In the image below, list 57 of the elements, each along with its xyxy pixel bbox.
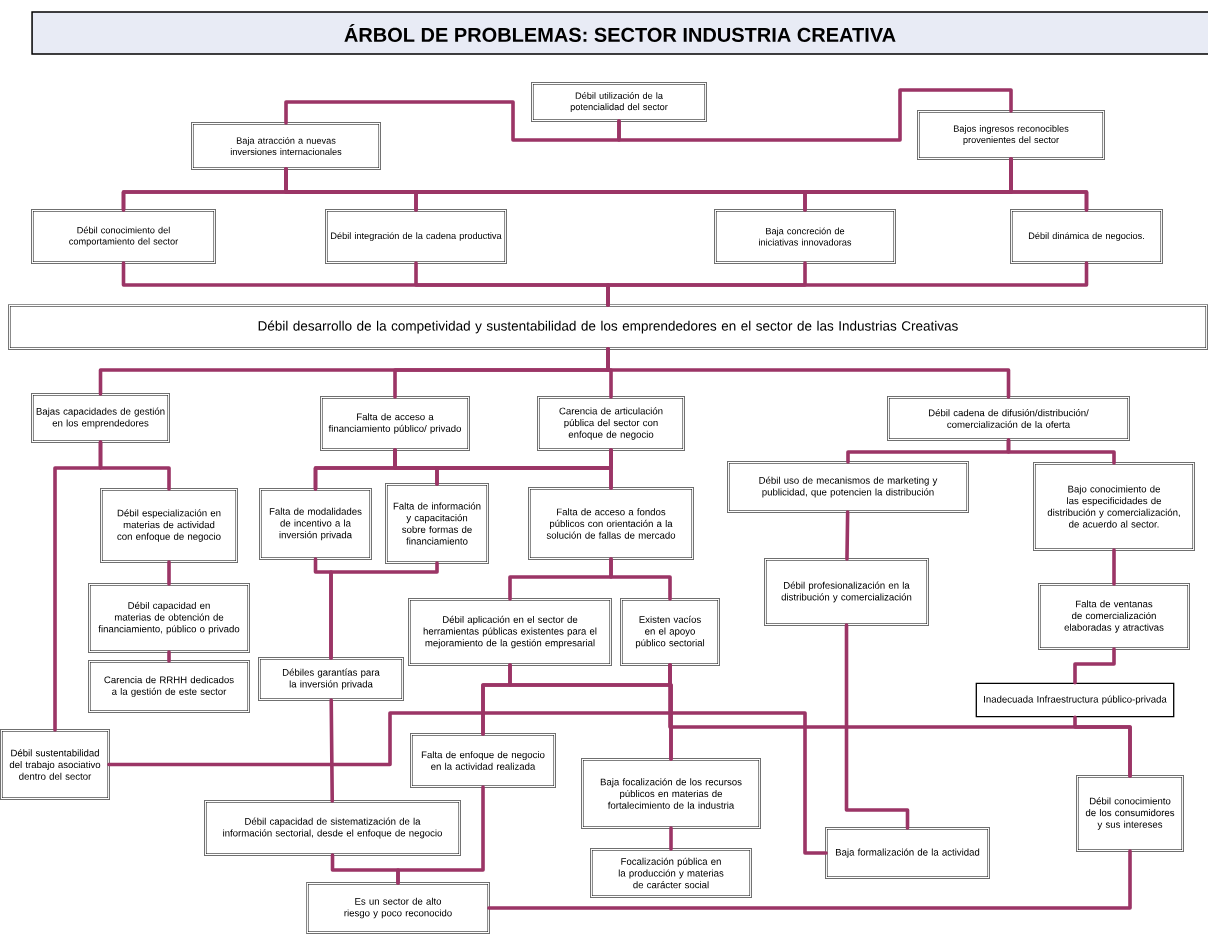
connector-line: [1073, 647, 1116, 685]
connector-line: [844, 623, 910, 830]
problem-box: Bajos ingresos reconocibles provenientes del sector: [917, 110, 1105, 160]
connector-line: [329, 698, 335, 803]
connector-line: [606, 347, 1011, 399]
problem-box: Débil profesionalización en la distribución y comercialización: [764, 558, 929, 626]
problem-box: Débil conocimiento de los consumidores y sus intereses: [1076, 775, 1184, 852]
connector-line: [1112, 548, 1116, 586]
connector-line: [167, 650, 171, 663]
problem-box: Es un sector de alto riesgo y poco reconocido: [306, 882, 490, 934]
problem-box: Falta de modalidades de incentivo a la inversión privada: [259, 488, 372, 560]
problem-box: Baja formalización de la actividad: [825, 827, 990, 879]
problem-box: Débil capacidad en materias de obtención de financiamiento, público o privado: [88, 583, 250, 653]
problem-box: Débil uso de mecanismos de marketing y publicidad, que potencien la distribución: [727, 461, 969, 513]
connector-line: [487, 849, 1132, 910]
connector-line: [668, 663, 1132, 778]
core-problem-box: Débil desarrollo de la competividad y sustentabilidad de los emprendedores en el sector de las Industrias Creativas: [8, 304, 1208, 350]
problem-box: Débil dinámica de negocios.: [1010, 209, 1163, 264]
connector-line: [284, 100, 621, 142]
problem-box: Débil especialización en materias de actividad con enfoque de negocio: [100, 488, 238, 563]
problem-box: Existen vacíos en el apoyo público sectorial: [620, 598, 720, 666]
problem-box: Falta de enfoque de negocio en la actividad realizada: [410, 733, 556, 788]
connector-line: [669, 826, 673, 851]
problem-box: Focalización pública en la producción y materias de carácter social: [590, 848, 752, 898]
problem-box: Débil utilización de la potencialidad del sector: [531, 82, 707, 122]
problem-box: Falta de ventanas de comercialización elaboradas y atractivas: [1038, 583, 1190, 650]
connector-line: [329, 561, 439, 660]
problem-box: Falta de acceso a financiamiento público/ privado: [320, 396, 470, 451]
connector-line: [609, 448, 613, 490]
problem-box: Débil aplicación en el sector de herramientas públicas existentes para el mejoramiento de la gestión empresarial: [408, 598, 612, 666]
problem-box: Bajo conocimiento de las especificidades de distribución y comercialización, de acuerdo al sector.: [1033, 462, 1195, 551]
problem-box: Débil integración de la cadena productiva: [325, 209, 507, 264]
problem-box: Baja concreción de iniciativas innovadoras: [714, 209, 896, 264]
connector-line: [609, 557, 672, 601]
problem-box: Carencia de RRHH dedicados a la gestión de este sector: [88, 660, 250, 713]
problem-box: Bajas capacidades de gestión en los emprendedores: [31, 393, 170, 443]
problem-box: Falta de información y capacitación sobre formas de financiamiento: [385, 483, 489, 564]
connector-line: [167, 560, 171, 586]
connector-line: [845, 510, 850, 561]
connector-line: [1006, 438, 1116, 465]
connector-line: [617, 88, 1013, 142]
connector-line: [107, 711, 828, 855]
problem-box: Débil cadena de difusión/distribución/ comercialización de la oferta: [887, 396, 1130, 441]
connector-line: [606, 261, 1089, 307]
problem-box: Débil capacidad de sistematización de la información sectorial, desde el enfoque de negocio: [204, 800, 461, 856]
problem-box: Baja focalización de los recursos públicos en materias de fortalecimiento de la industria: [581, 758, 761, 829]
problem-box: Débil sustentabilidad del trabajo asociativo dentro del sector: [0, 729, 110, 800]
problem-box: Carencia de articulación pública del sector con enfoque de negocio: [537, 396, 685, 451]
problem-box: Baja atracción a nuevas inversiones internacionales: [191, 122, 381, 170]
problem-box: Falta de acceso a fondos públicos con orientación a la solución de fallas de mercado: [528, 487, 694, 560]
problem-box: Inadecuada Infraestructura público-privada: [975, 682, 1175, 718]
problem-box: Débiles garantías para la inversión privada: [258, 657, 404, 701]
connector-line: [330, 853, 400, 885]
connector-line: [1009, 157, 1089, 212]
problem-box: Débil conocimiento del comportamiento del sector: [31, 209, 216, 264]
title-banner: ÁRBOL DE PROBLEMAS: SECTOR INDUSTRIA CREATIVA: [31, 11, 1208, 55]
connector-line: [53, 440, 103, 732]
